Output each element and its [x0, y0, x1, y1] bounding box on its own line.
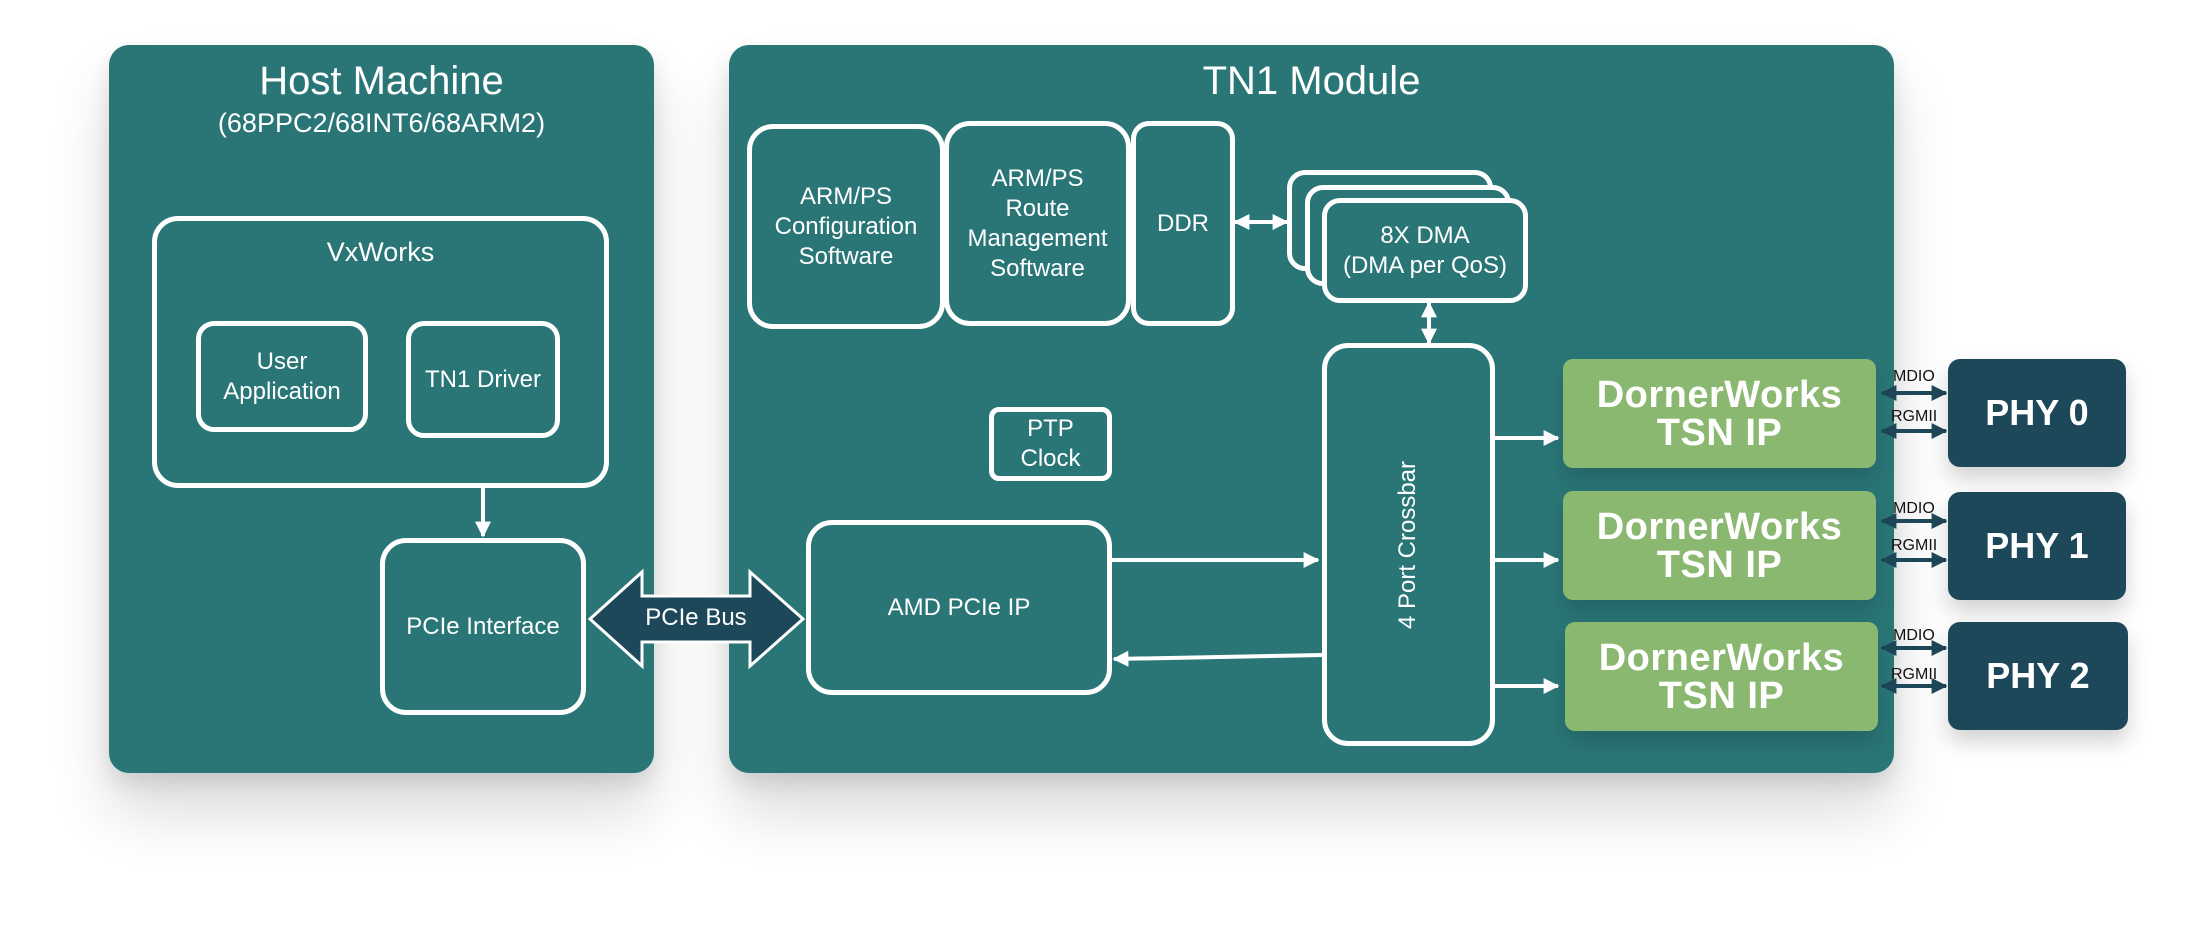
ddr-box: DDR — [1131, 121, 1235, 326]
crossbar-box: 4 Port Crossbar — [1322, 343, 1495, 746]
mdio-label-0: MDIO — [1893, 368, 1935, 385]
ptp-clock-label: PTP Clock — [1020, 415, 1081, 472]
vxworks-label: VxWorks — [326, 237, 435, 267]
pcie-bus-label: PCIe Bus — [645, 604, 747, 631]
crossbar-to-pcie-arrow — [1112, 650, 1323, 667]
amd-pcie-ip-box: AMD PCIe IP — [806, 520, 1112, 695]
ptp-clock-box: PTP Clock — [989, 407, 1112, 481]
tsn-ip-2: DornerWorks TSN IP — [1565, 622, 1878, 731]
mdio-label-2: MDIO — [1893, 627, 1935, 644]
tn1-driver-box: TN1 Driver — [406, 321, 560, 438]
phy-0: PHY 0 — [1948, 359, 2126, 467]
tsn-ip-1: DornerWorks TSN IP — [1563, 491, 1876, 600]
arm-config-software-box: ARM/PS Configuration Software — [747, 124, 945, 329]
phy-1: PHY 1 — [1948, 492, 2126, 600]
dma-label: 8X DMA (DMA per QoS) — [1342, 221, 1508, 279]
pcie-bus-arrow — [587, 568, 806, 670]
user-application-label: User Application — [223, 347, 341, 405]
user-application-box: User Application — [196, 321, 368, 432]
rgmii-label-0: RGMII — [1891, 408, 1938, 425]
pcie-interface-box: PCIe Interface — [380, 538, 586, 715]
ddr-label: DDR — [1157, 209, 1209, 237]
pcie-interface-label: PCIe Interface — [406, 612, 560, 640]
tn1-driver-label: TN1 Driver — [424, 365, 541, 393]
arm-config-software-label: ARM/PS Configuration Software — [774, 182, 918, 270]
amd-pcie-ip-label: AMD PCIe IP — [887, 593, 1031, 621]
tsn-ip-0: DornerWorks TSN IP — [1563, 359, 1876, 468]
arm-route-management-label: ARM/PS Route Management Software — [967, 164, 1108, 282]
host-machine-subtitle: (68PPC2/68INT6/68ARM2) — [217, 108, 546, 138]
rgmii-label-2: RGMII — [1891, 666, 1938, 683]
dma-box: 8X DMA (DMA per QoS) — [1322, 198, 1528, 303]
rgmii-label-1: RGMII — [1891, 537, 1938, 554]
crossbar-label: 4 Port Crossbar — [1394, 460, 1422, 629]
phy-2: PHY 2 — [1948, 622, 2128, 730]
host-machine-title: Host Machine — [259, 59, 504, 103]
mdio-label-1: MDIO — [1893, 500, 1935, 517]
tn1-module-title: TN1 Module — [1202, 59, 1421, 103]
arm-route-management-box: ARM/PS Route Management Software — [944, 121, 1131, 326]
